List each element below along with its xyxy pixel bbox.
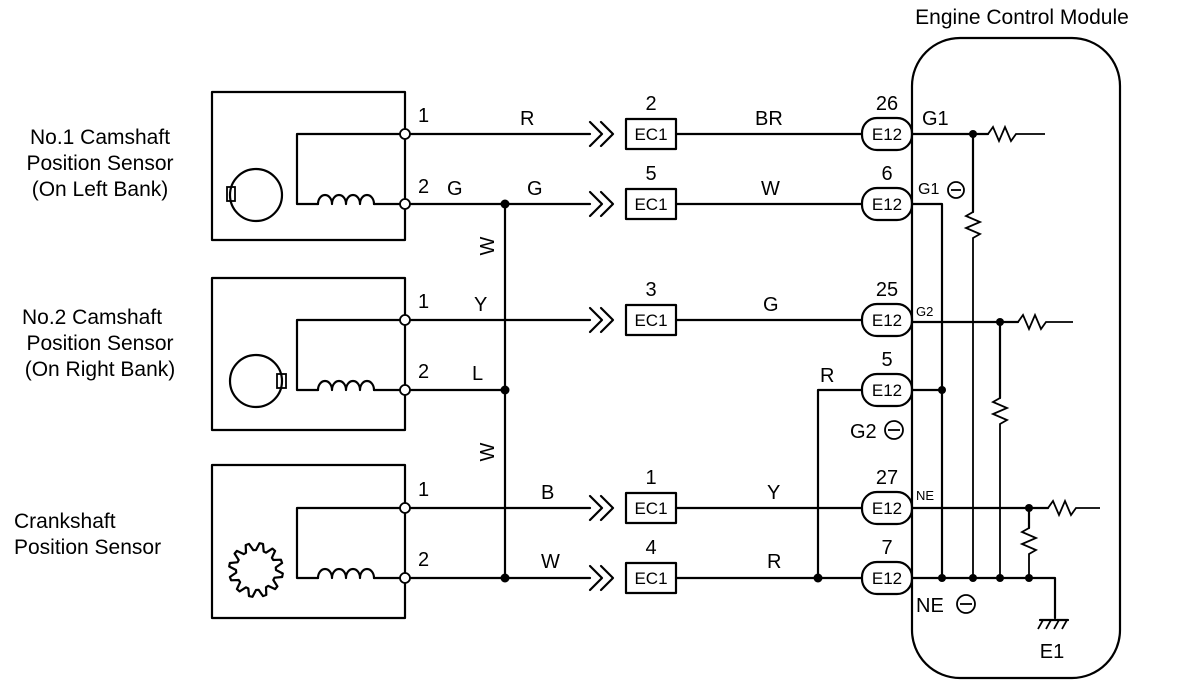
ec1-pin: 3 xyxy=(645,279,656,301)
wire-color-label: R xyxy=(820,365,834,387)
wire-color-label: Y xyxy=(767,482,780,504)
coil-icon xyxy=(316,567,376,580)
pin-label: 1 xyxy=(418,479,429,501)
ecm-terminal-label: G1 xyxy=(918,181,939,198)
e12-pin: 26 xyxy=(876,93,898,115)
e12-pin: 27 xyxy=(876,467,898,489)
ec1-label: EC1 xyxy=(634,311,667,330)
ec1-label: EC1 xyxy=(634,499,667,518)
sensor1-line2: Position Sensor xyxy=(26,152,173,175)
ec1-connector: EC1 2 xyxy=(588,93,678,151)
sensor1-line1: No.1 Camshaft xyxy=(30,126,170,149)
ecm-terminal-label: NE xyxy=(916,595,944,617)
camshaft-sensor-2: No.2 Camshaft Position Sensor (On Right … xyxy=(22,276,407,432)
wire-color-label: Y xyxy=(474,294,487,316)
wire-color-label: R xyxy=(520,108,534,130)
wire-color-label: G xyxy=(447,178,463,200)
wire-color-label: G xyxy=(763,294,779,316)
ec1-connector: EC1 3 xyxy=(588,279,678,337)
e12-connector: E12 7 xyxy=(860,537,914,596)
wire-color-label: W xyxy=(761,178,780,200)
wire-color-label: BR xyxy=(755,108,783,130)
rotor-icon xyxy=(228,353,284,409)
ecm-title: Engine Control Module xyxy=(915,6,1129,29)
resistor-icon xyxy=(963,211,983,578)
pin-label: 2 xyxy=(418,361,429,383)
ec1-label: EC1 xyxy=(634,195,667,214)
resistor-icon xyxy=(987,124,1045,144)
ecm-terminal-label: G2 xyxy=(850,421,877,443)
ec1-connector: EC1 5 xyxy=(588,163,678,221)
e12-pin: 6 xyxy=(881,163,892,185)
pin-label: 2 xyxy=(418,549,429,571)
ec1-pin: 1 xyxy=(645,467,656,489)
wire-color-label: G xyxy=(527,178,543,200)
e12-pin: 5 xyxy=(881,349,892,371)
wire-color-label: W xyxy=(477,236,499,255)
minus-circle-icon xyxy=(956,594,976,614)
sensor2-line1: No.2 Camshaft xyxy=(22,306,162,329)
e12-pin: 25 xyxy=(876,279,898,301)
gear-rotor-icon xyxy=(228,542,284,598)
ec1-pin: 5 xyxy=(645,163,656,185)
coil-icon xyxy=(316,193,376,206)
resistor-icon xyxy=(1019,527,1039,578)
ec1-connector: EC1 1 xyxy=(588,467,678,525)
camshaft-sensor-1: No.1 Camshaft Position Sensor (On Left B… xyxy=(26,90,407,242)
ec1-pin: 2 xyxy=(645,93,656,115)
minus-circle-icon xyxy=(947,181,965,199)
ec1-label: EC1 xyxy=(634,125,667,144)
ground-label: E1 xyxy=(1040,641,1064,663)
wire-color-label: R xyxy=(767,551,781,573)
ecm-terminal-label: G2 xyxy=(916,304,933,319)
e12-label: E12 xyxy=(872,311,902,330)
wire-color-label: L xyxy=(472,363,483,385)
rotor-icon xyxy=(228,167,284,223)
ec1-label: EC1 xyxy=(634,569,667,588)
ecm-terminal-label: NE xyxy=(916,488,934,503)
resistor-icon xyxy=(1017,312,1073,332)
sensor1-line3: (On Left Bank) xyxy=(32,178,169,201)
e12-label: E12 xyxy=(872,125,902,144)
sensor2-line2: Position Sensor xyxy=(26,332,173,355)
e12-label: E12 xyxy=(872,499,902,518)
e12-connector: E12 5 xyxy=(860,349,914,408)
sensor3-line1: Crankshaft xyxy=(14,510,116,533)
e12-label: E12 xyxy=(872,195,902,214)
wire-color-label: W xyxy=(477,442,499,461)
e12-connector: E12 26 xyxy=(860,93,914,152)
sensor2-line3: (On Right Bank) xyxy=(25,358,176,381)
ecm-box xyxy=(910,36,1122,680)
wire-color-label: B xyxy=(541,482,554,504)
e12-label: E12 xyxy=(872,569,902,588)
crankshaft-sensor: Crankshaft Position Sensor xyxy=(14,463,407,620)
ground-icon xyxy=(1037,618,1070,630)
pin-label: 1 xyxy=(418,291,429,313)
ecm-terminal-label: G1 xyxy=(922,108,949,130)
resistor-icon xyxy=(1047,498,1100,518)
wire-color-label: W xyxy=(541,551,560,573)
e12-connector: E12 6 xyxy=(860,163,914,222)
resistor-icon xyxy=(990,397,1010,578)
minus-circle-icon xyxy=(884,420,904,440)
pin-label: 2 xyxy=(418,176,429,198)
ec1-pin: 4 xyxy=(645,537,656,559)
e12-connector: E12 25 xyxy=(860,279,914,338)
e12-label: E12 xyxy=(872,381,902,400)
ec1-connector: EC1 4 xyxy=(588,537,678,595)
sensor3-line2: Position Sensor xyxy=(14,536,161,559)
pin-label: 1 xyxy=(418,105,429,127)
coil-icon xyxy=(316,379,376,392)
e12-pin: 7 xyxy=(881,537,892,559)
e12-connector: E12 27 xyxy=(860,467,914,526)
